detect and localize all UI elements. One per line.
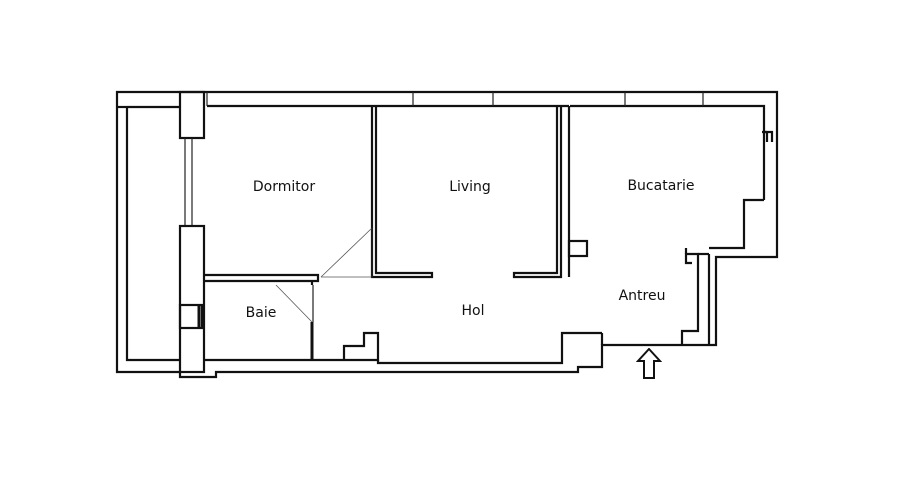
left-wall-window	[178, 90, 206, 374]
entrance-arrow-icon	[636, 348, 662, 379]
interior-walls	[204, 106, 774, 365]
outer-walls	[115, 90, 779, 379]
room-label-baie: Baie	[245, 305, 277, 321]
room-label-dormitor: Dormitor	[252, 179, 316, 195]
room-label-hol: Hol	[461, 303, 485, 319]
room-label-bucatarie: Bucatarie	[627, 178, 695, 194]
door-swings	[275, 227, 373, 323]
room-label-antreu: Antreu	[618, 288, 666, 304]
room-label-living: Living	[449, 179, 491, 195]
